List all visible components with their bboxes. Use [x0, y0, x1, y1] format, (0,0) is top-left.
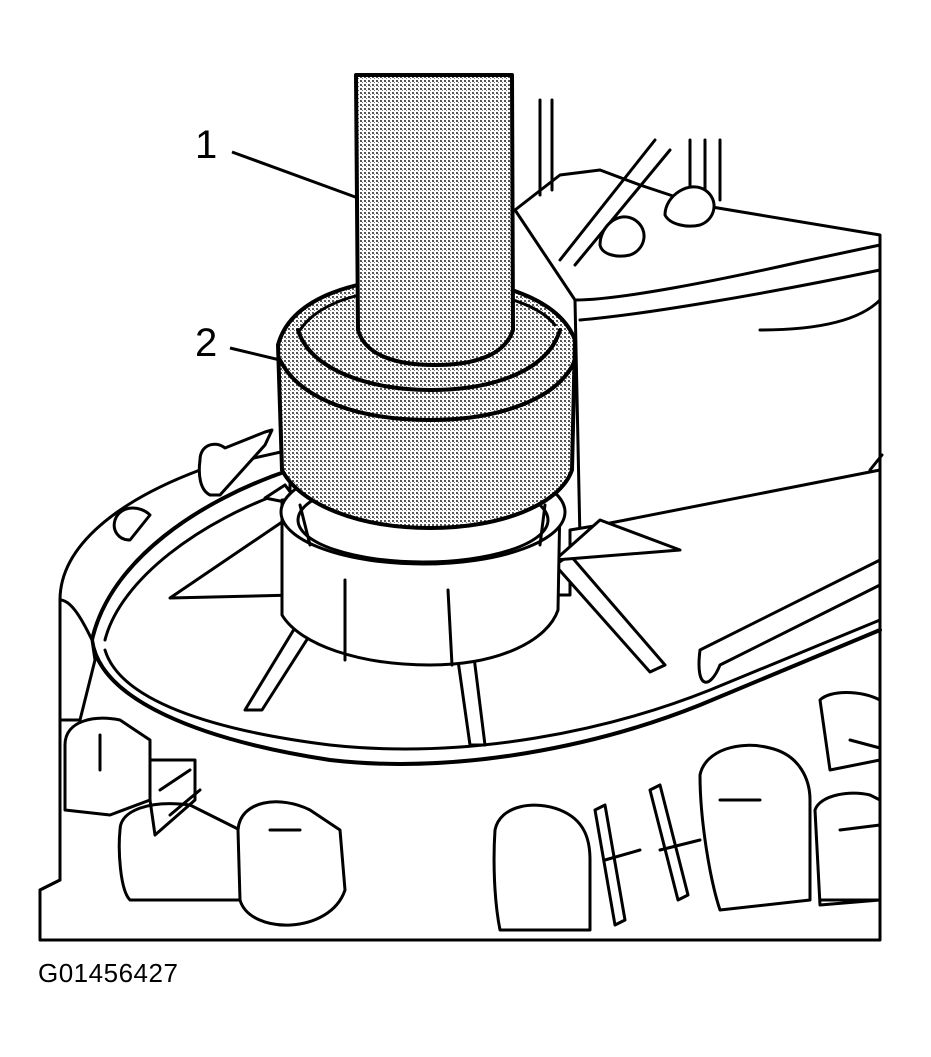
callout-2: 2 [195, 321, 281, 365]
figure-id: G01456427 [38, 958, 179, 988]
callout-leader-2 [229, 346, 281, 362]
driver-handle [354, 73, 515, 367]
upper-case-housing [513, 98, 884, 543]
callout-1: 1 [195, 123, 359, 200]
lower-case-castings [38, 691, 882, 932]
callout-leader-1 [231, 150, 359, 200]
callout-label-2: 2 [195, 321, 217, 365]
callout-label-1: 1 [195, 123, 217, 167]
